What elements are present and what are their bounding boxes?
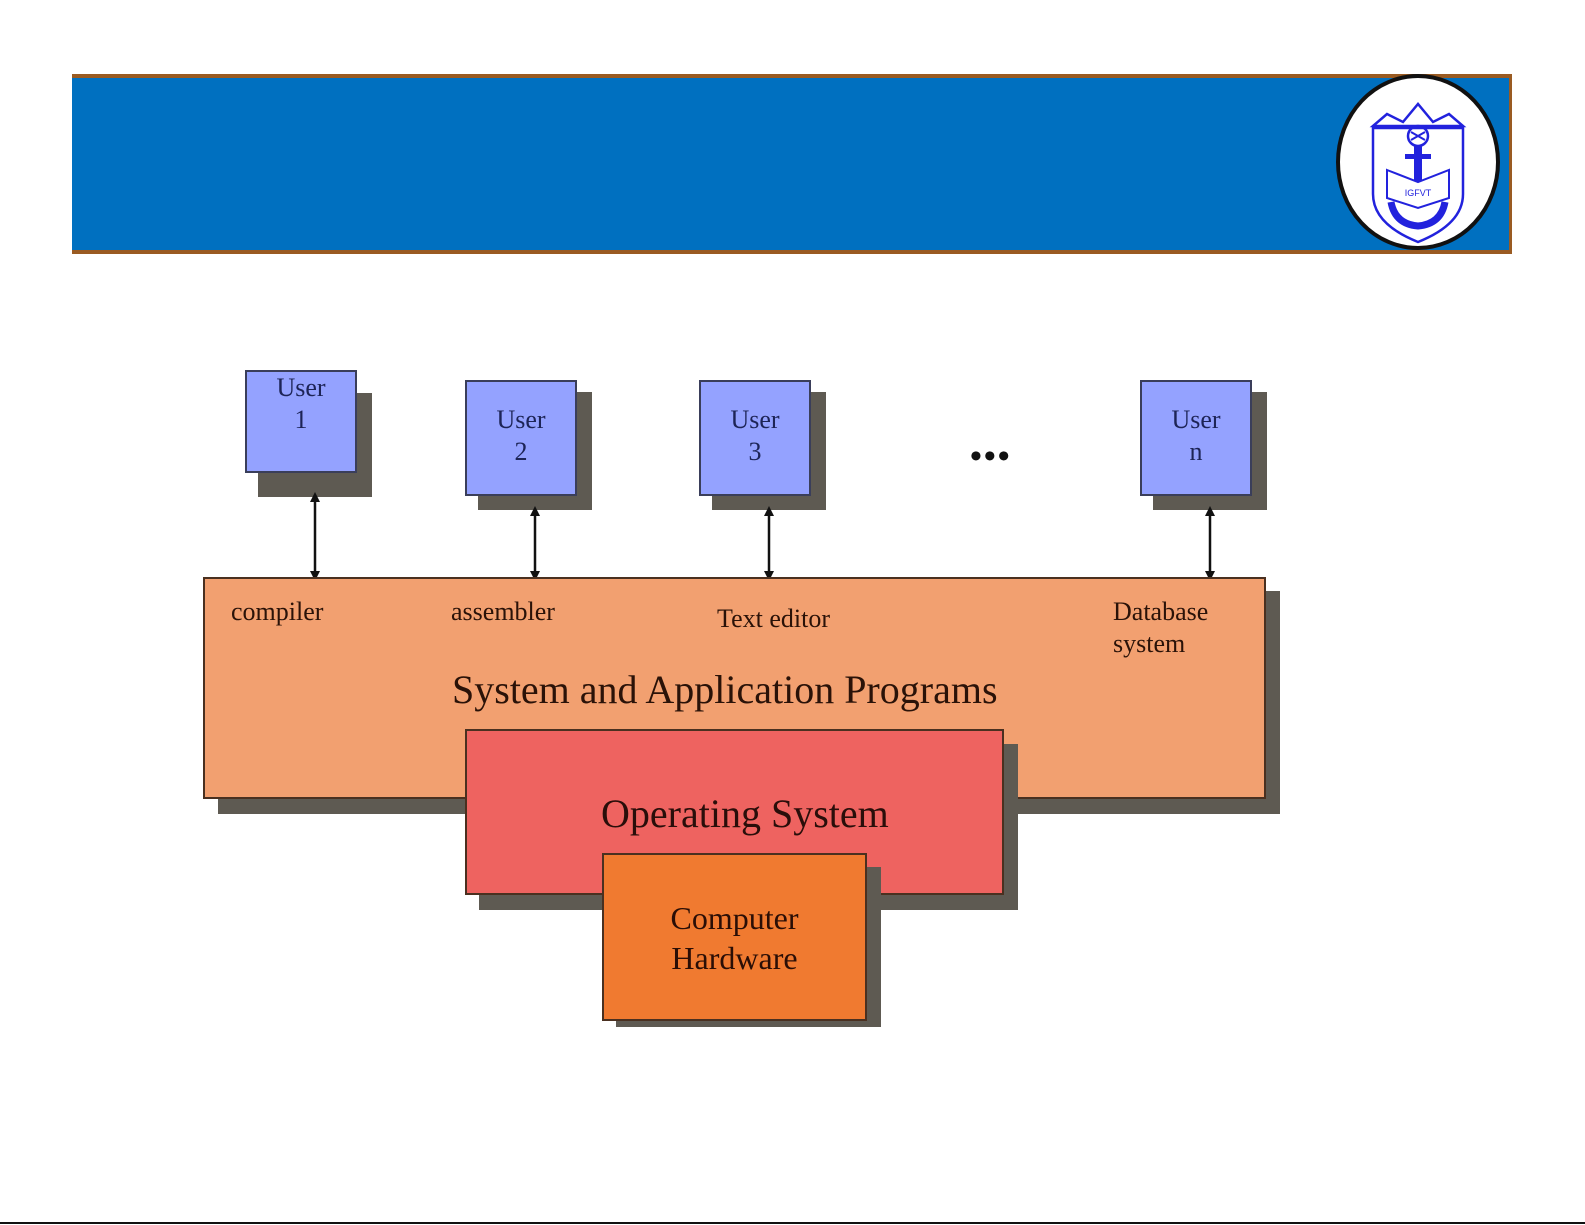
more-users-ellipsis: ••• [970,438,1012,475]
user-1-label: User [276,373,326,402]
database-line-1: Database [1113,597,1209,626]
hardware-line-2: Hardware [671,940,798,976]
user-3-box: User 3 [699,380,811,496]
hardware-line-1: Computer [670,900,799,936]
database-line-2: system [1113,629,1186,658]
bottom-rule [0,1222,1585,1224]
hardware-label: Computer Hardware [602,898,867,978]
user-n-label: User [1171,405,1221,434]
user-3-label: User [730,405,780,434]
os-label: Operating System [601,791,889,836]
navy-anchor-crest-icon: IGFVT [1336,74,1500,250]
database-label: Database system [1113,596,1208,660]
hardware-box [602,853,867,1021]
user-2-label: User [496,405,546,434]
user-1-box: User 1 [245,370,357,473]
assembler-label: assembler [451,597,555,626]
user-1-number: 1 [294,405,308,434]
title-banner [72,74,1512,254]
user-2-box: User 2 [465,380,577,496]
user-n-number: n [1189,437,1203,466]
user-2-number: 2 [514,437,528,466]
programs-title: System and Application Programs [452,667,998,712]
user-3-number: 3 [748,437,762,466]
logo-text: IGFVT [1405,188,1432,198]
compiler-label: compiler [231,597,324,626]
text-editor-label: Text editor [717,604,830,633]
user-n-box: User n [1140,380,1252,496]
